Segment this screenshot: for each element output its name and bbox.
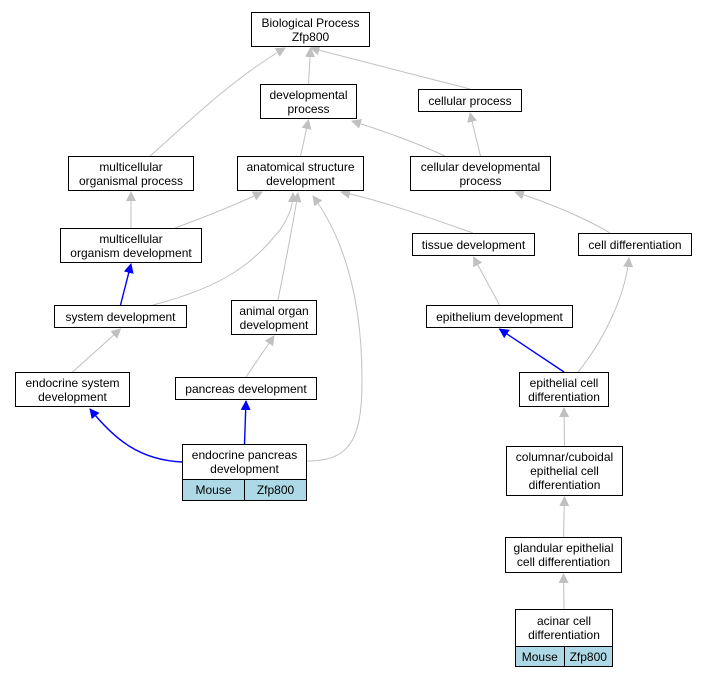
annotation-row-endocrine-pancreas[interactable]: Mouse Zfp800 (182, 479, 307, 501)
edge-developmental-process-to-biological-process (305, 47, 315, 85)
node-label: multicellular organismal process (78, 159, 184, 188)
annotation-row-acinar-cell[interactable]: Mouse Zfp800 (515, 646, 613, 667)
annotation-gene-cell: Zfp800 (244, 480, 306, 500)
edge-glandular-epithelial-cell-differentiation-to-columnar-cuboidal-epithelial-cell-differentiation (559, 496, 570, 538)
node-anatomical-structure-development[interactable]: anatomical structure development (237, 156, 364, 191)
node-biological-process[interactable]: Biological Process Zfp800 (251, 12, 370, 47)
node-label: multicellular organism development (70, 231, 192, 260)
node-label: tissue development (421, 237, 526, 252)
node-label: animal organ development (239, 303, 309, 332)
node-multicellular-organismal-process[interactable]: multicellular organismal process (68, 156, 194, 191)
edge-epithelium-development-to-tissue-development (473, 256, 500, 306)
node-cellular-developmental-process[interactable]: cellular developmental process (410, 156, 551, 191)
node-tissue-development[interactable]: tissue development (412, 233, 535, 256)
node-glandular-epithelial-cell-differentiation[interactable]: glandular epithelial cell differentiatio… (505, 537, 622, 573)
node-acinar-cell-differentiation[interactable]: acinar cell differentiation (515, 609, 613, 646)
node-label: endocrine pancreas development (191, 448, 298, 476)
node-label: epithelial cell differentiation (528, 375, 600, 404)
node-developmental-process[interactable]: developmental process (260, 84, 357, 119)
edge-epithelial-cell-differentiation-to-cell-differentiation (577, 257, 634, 373)
node-label: cellular developmental process (420, 159, 541, 188)
node-label: glandular epithelial cell differentiatio… (513, 541, 614, 569)
node-columnar-cuboidal-epithelial-cell-differentiation[interactable]: columnar/cuboidal epithelial cell differ… (506, 446, 623, 496)
edge-anatomical-structure-development-to-developmental-process (300, 119, 312, 157)
node-epithelium-development[interactable]: epithelium development (426, 305, 573, 328)
edge-acinar-cell-differentiation-to-glandular-epithelial-cell-differentiation (558, 573, 569, 610)
edge-epithelial-cell-differentiation-to-epithelium-development (498, 328, 565, 373)
node-label: columnar/cuboidal epithelial cell differ… (515, 450, 614, 492)
node-animal-organ-development[interactable]: animal organ development (231, 300, 317, 335)
node-epithelial-cell-differentiation[interactable]: epithelial cell differentiation (519, 372, 609, 407)
node-system-development[interactable]: system development (54, 305, 187, 328)
edge-cell-differentiation-to-cellular-developmental-process (514, 189, 611, 234)
node-pancreas-development[interactable]: pancreas development (175, 377, 317, 400)
edge-cellular-developmental-process-to-cellular-process (467, 112, 481, 157)
node-endocrine-system-development[interactable]: endocrine system development (15, 372, 130, 407)
node-label: Biological Process Zfp800 (261, 15, 360, 44)
node-multicellular-organism-development[interactable]: multicellular organism development (60, 228, 202, 263)
edge-animal-organ-development-to-anatomical-structure-development (277, 192, 302, 301)
node-endocrine-pancreas-development[interactable]: endocrine pancreas development (182, 444, 307, 479)
node-label: cell differentiation (588, 237, 682, 252)
node-label: epithelium development (436, 309, 563, 324)
node-label: developmental process (269, 87, 348, 116)
annotation-gene-cell: Zfp800 (563, 647, 612, 666)
annotation-organism-cell: Mouse (516, 647, 564, 666)
edge-endocrine-pancreas-development-to-pancreas-development (240, 400, 251, 445)
edge-system-development-to-multicellular-organism-development (119, 263, 134, 306)
edge-multicellular-organism-development-to-anatomical-structure-development (174, 191, 263, 229)
edge-endocrine-pancreas-development-to-anatomical-structure-development (306, 195, 363, 462)
edge-endocrine-pancreas-development-to-endocrine-system-development (89, 408, 183, 463)
node-label: anatomical structure development (246, 159, 355, 188)
node-label: pancreas development (185, 381, 307, 396)
edge-pancreas-development-to-animal-organ-development (245, 335, 275, 378)
node-label: acinar cell differentiation (528, 614, 600, 642)
node-label: endocrine system development (25, 375, 120, 404)
node-label: system development (65, 309, 176, 324)
node-cellular-process[interactable]: cellular process (418, 89, 522, 112)
edge-cellular-developmental-process-to-developmental-process (351, 118, 446, 157)
edge-columnar-cuboidal-epithelial-cell-differentiation-to-epithelial-cell-differentiation (559, 407, 570, 447)
edge-cellular-process-to-biological-process (309, 45, 471, 90)
node-cell-differentiation[interactable]: cell differentiation (578, 233, 692, 256)
edge-tissue-development-to-anatomical-structure-development (340, 188, 474, 234)
edge-multicellular-organismal-process-to-biological-process (149, 47, 286, 157)
edge-endocrine-system-development-to-system-development (72, 328, 122, 373)
annotation-organism-cell: Mouse (183, 480, 244, 500)
node-label: cellular process (428, 93, 512, 108)
edge-system-development-to-anatomical-structure-development (152, 192, 298, 306)
